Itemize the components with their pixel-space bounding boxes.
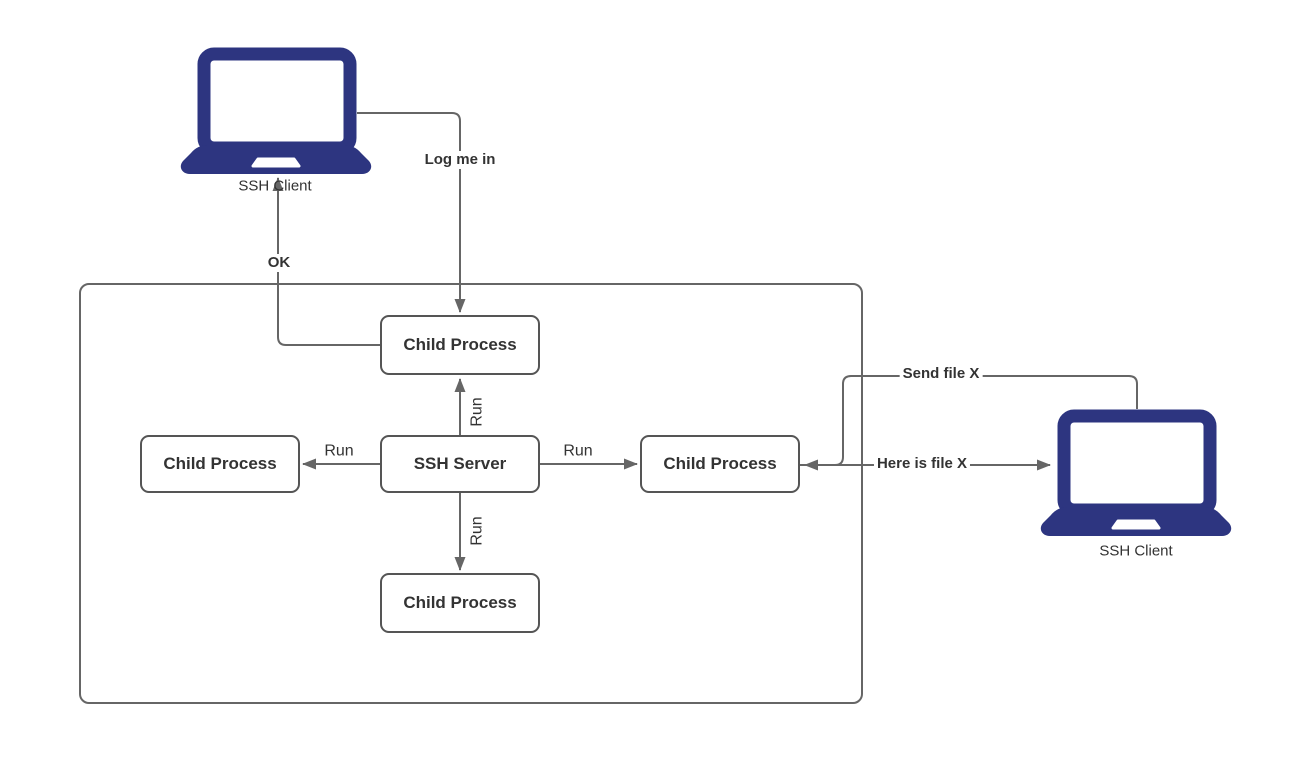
label-run-right: Run [563,442,593,460]
node-ssh-server: SSH Server [380,435,540,493]
node-label: SSH Server [413,454,507,473]
laptop-icon-right [1040,409,1232,536]
label-run-down: Run [468,516,486,546]
label-send-file-x: Send file X [899,365,983,383]
node-label: Child Process [663,454,777,473]
laptop-notch [251,157,301,168]
laptop-icon-left [180,47,372,174]
node-child-process-top: Child Process [380,315,540,375]
edge-log-me-in [357,112,466,313]
server-boundary [79,283,863,704]
node-label: Child Process [163,454,277,473]
label-ssh-client-left: SSH Client [238,177,312,195]
node-label: Child Process [403,593,517,612]
label-ssh-client-right: SSH Client [1099,542,1173,560]
laptop-screen [1057,409,1217,517]
label-here-is-file-x: Here is file X [873,455,971,473]
node-child-process-left: Child Process [140,435,300,493]
edge-ok [272,177,380,346]
node-child-process-right: Child Process [640,435,800,493]
edge-send-file-x [804,375,1138,471]
laptop-screen [197,47,357,155]
label-run-up: Run [468,397,486,427]
label-ok: OK [264,254,294,272]
label-run-left: Run [324,442,354,460]
laptop-notch [1111,519,1161,530]
node-child-process-bottom: Child Process [380,573,540,633]
node-label: Child Process [403,335,517,354]
label-log-me-in: Log me in [421,151,499,169]
